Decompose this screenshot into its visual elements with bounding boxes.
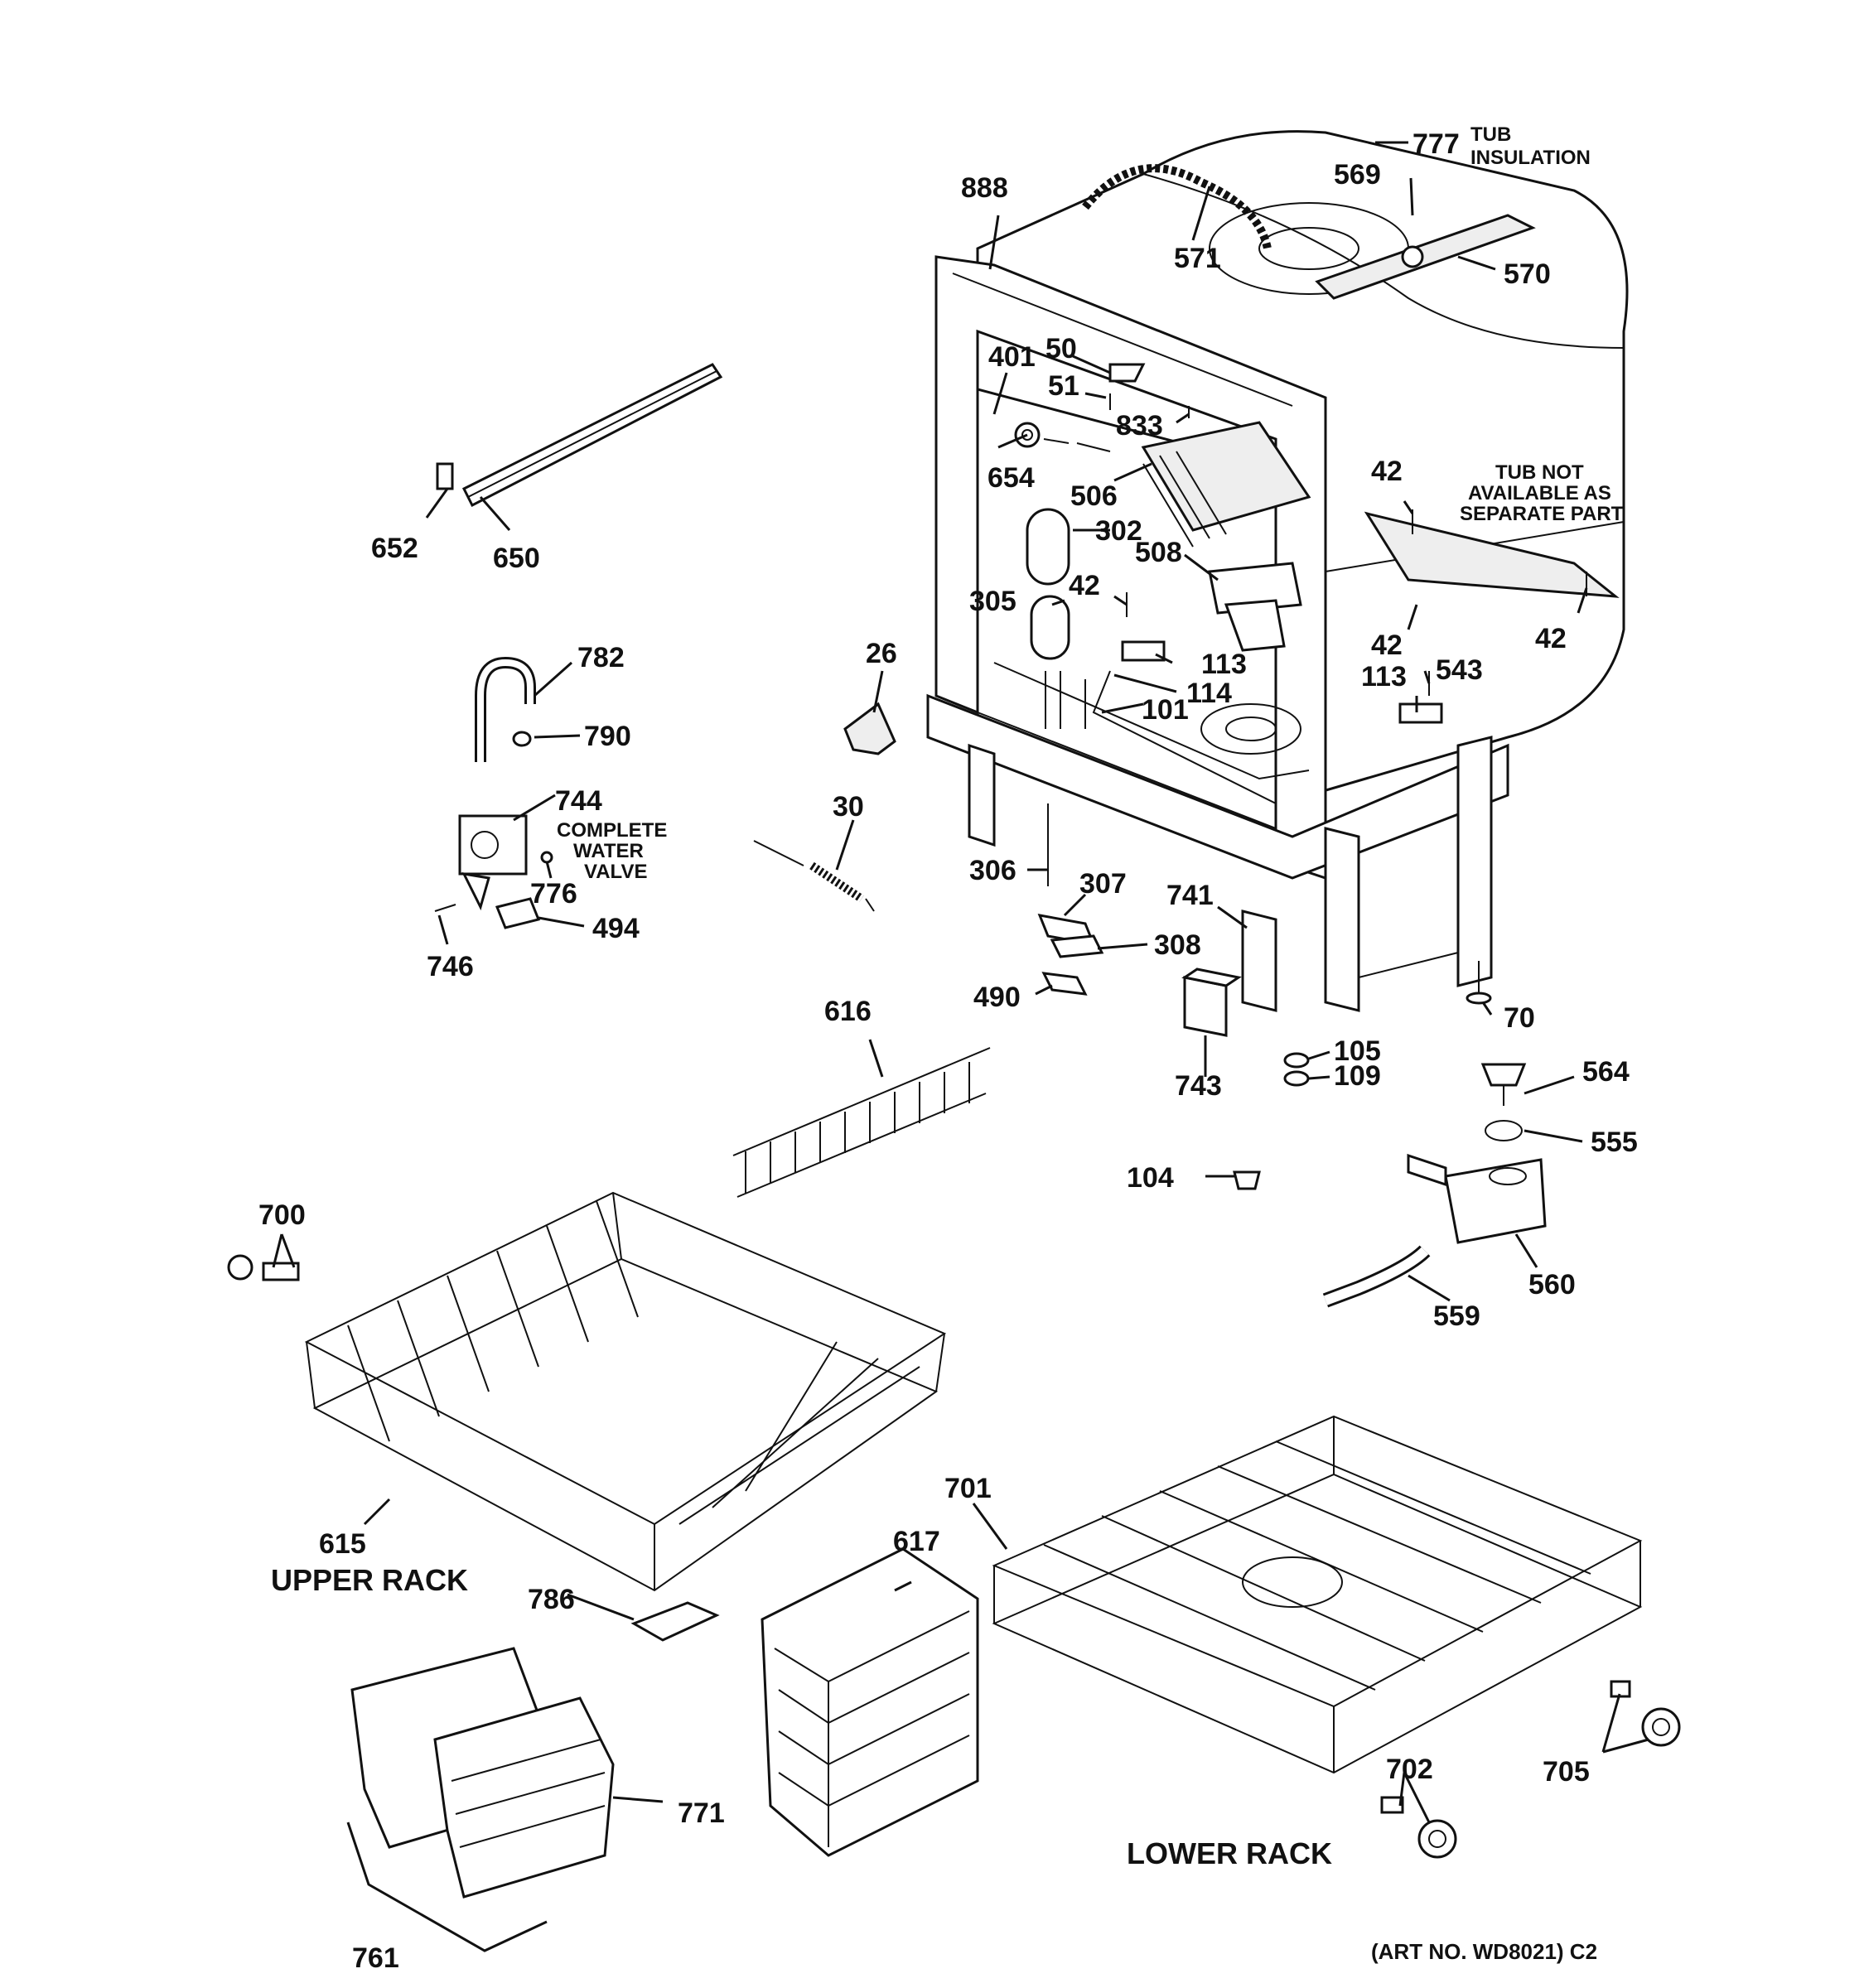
label-401: 401 [988,341,1036,373]
leader-lines [272,141,1649,1952]
label-307: 307 [1079,868,1127,900]
label-105: 105 [1334,1035,1381,1067]
label-786: 786 [528,1584,575,1615]
label-615: 615 [319,1528,366,1560]
label-700: 700 [258,1199,306,1231]
label-306: 306 [969,855,1017,886]
label-570: 570 [1504,258,1551,290]
label-650: 650 [493,543,540,574]
label-26: 26 [866,638,897,669]
label-70: 70 [1504,1002,1535,1034]
note-available-as: AVAILABLE AS [1468,482,1611,504]
label-782: 782 [577,642,625,673]
label-30: 30 [833,791,864,823]
label-555: 555 [1591,1127,1638,1158]
label-302: 302 [1095,515,1142,547]
label-888: 888 [961,172,1008,204]
label-761: 761 [352,1942,399,1974]
label-705: 705 [1543,1756,1590,1788]
note-complete: COMPLETE [557,819,667,842]
label-559: 559 [1433,1300,1480,1332]
label-776: 776 [530,878,577,910]
upper-rack-caption: UPPER RACK [271,1563,468,1597]
middle-parts [732,803,1547,1308]
label-777: 777 [1412,128,1460,160]
note-water: WATER [573,840,644,862]
art-number: (ART NO. WD8021) C2 [1371,1939,1597,1964]
label-308: 308 [1154,929,1201,961]
lower-rack-caption: LOWER RACK [1127,1836,1332,1870]
label-743: 743 [1175,1070,1222,1102]
label-494: 494 [592,913,640,944]
label-616: 616 [824,996,872,1027]
tub-assembly [926,130,1629,1012]
label-654: 654 [988,462,1035,494]
label-109: 109 [1334,1060,1381,1092]
note-valve: VALVE [584,861,647,883]
label-506: 506 [1070,480,1118,512]
label-305: 305 [969,586,1017,617]
label-113-left: 113 [1201,649,1247,680]
label-51: 51 [1048,370,1079,402]
label-114: 114 [1186,678,1232,709]
label-42-upper: 42 [1371,456,1403,487]
label-50: 50 [1045,333,1077,364]
label-42-lower: 42 [1371,630,1403,661]
label-652: 652 [371,533,418,564]
label-571: 571 [1174,243,1221,274]
racks [227,1191,1681,1899]
label-701: 701 [944,1473,992,1504]
label-560: 560 [1528,1269,1576,1300]
label-617: 617 [893,1526,940,1557]
label-508: 508 [1135,537,1182,568]
note-separate-part: SEPARATE PART [1460,503,1624,525]
note-insulation: INSULATION [1470,147,1591,169]
note-tub-not: TUB NOT [1495,461,1584,484]
label-790: 790 [584,721,631,752]
label-564: 564 [1582,1056,1630,1088]
label-42-mid: 42 [1069,570,1100,601]
left-parts [434,363,896,929]
label-771: 771 [678,1797,725,1829]
label-104: 104 [1127,1162,1174,1194]
label-490: 490 [973,982,1021,1013]
label-569: 569 [1334,159,1381,191]
label-42-right: 42 [1535,623,1567,654]
label-833: 833 [1116,410,1163,442]
label-741: 741 [1166,880,1214,911]
note-tub: TUB [1470,123,1511,146]
label-744: 744 [555,785,602,817]
label-702: 702 [1386,1754,1433,1785]
part-labels: 777 TUB INSULATION 569 888 571 570 50 40… [258,123,1638,1974]
label-113-right: 113 [1361,661,1407,692]
label-101: 101 [1142,694,1189,726]
label-543: 543 [1436,654,1483,686]
label-746: 746 [427,951,474,982]
